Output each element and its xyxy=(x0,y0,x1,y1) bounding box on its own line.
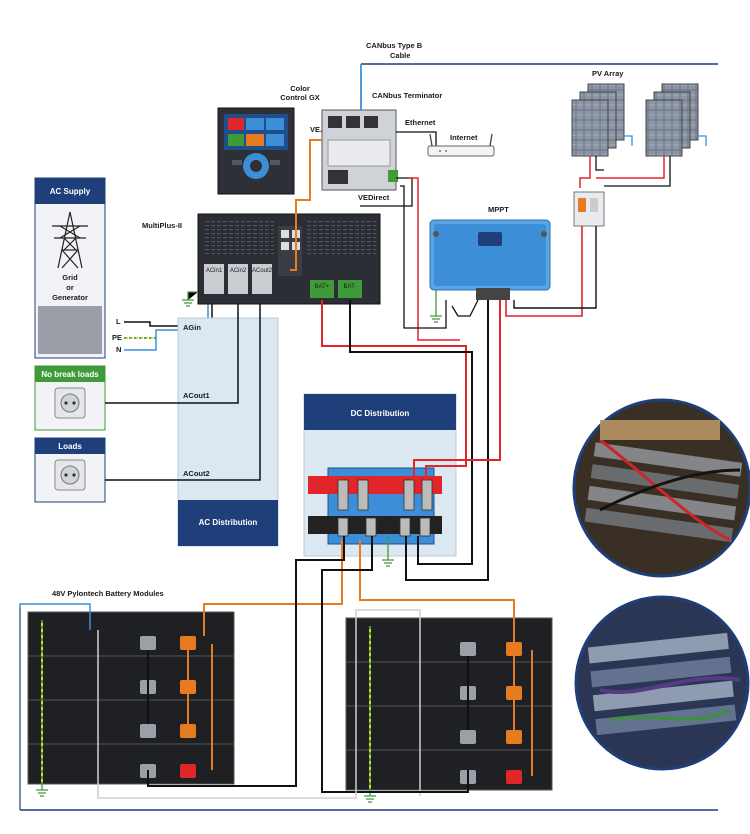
svg-text:ACin1: ACin1 xyxy=(206,268,223,274)
ground-icon xyxy=(36,784,48,797)
l-label: L xyxy=(116,317,121,326)
tower-icon xyxy=(52,211,88,269)
ground-icon xyxy=(430,290,442,323)
loads-panel: Loads xyxy=(34,437,106,503)
router-icon xyxy=(427,133,495,157)
dc-distribution-title: DC Distribution xyxy=(351,409,410,418)
vedirect-label: VEDirect xyxy=(358,193,390,202)
agin-label: AGin xyxy=(183,323,201,332)
ground-icon xyxy=(382,536,394,567)
socket-icon xyxy=(54,387,86,419)
gx-device xyxy=(321,109,398,191)
mppt-controller xyxy=(429,219,551,300)
solar-panel-icon xyxy=(571,83,625,157)
pv-array-label: PV Array xyxy=(592,69,624,78)
n-label: N xyxy=(116,345,121,354)
no-break-loads-panel: No break loads xyxy=(34,365,106,431)
grid-label: Grid xyxy=(62,273,78,282)
internet-label: Internet xyxy=(450,133,478,142)
ac-distribution-title: AC Distribution xyxy=(199,518,258,527)
ac-supply-panel: AC Supply Grid or Generator xyxy=(34,177,106,359)
svg-text:ACout2: ACout2 xyxy=(252,268,273,274)
svg-text:ACin2: ACin2 xyxy=(230,268,247,274)
generator-label: Generator xyxy=(52,293,88,302)
ground-icon xyxy=(182,291,198,307)
ethernet-label: Ethernet xyxy=(405,118,436,127)
battery-bank-right xyxy=(345,617,553,796)
color-control-label1: Color xyxy=(290,84,310,93)
ac-supply-title: AC Supply xyxy=(50,187,91,196)
solar-panel-icon xyxy=(645,83,699,157)
dc-distribution-panel: DC Distribution xyxy=(303,393,457,557)
socket-icon xyxy=(54,459,86,491)
acout1-label: ACout1 xyxy=(183,391,210,400)
color-control-gx xyxy=(217,107,295,195)
color-control-label2: Control GX xyxy=(280,93,320,102)
photo-battery-internals xyxy=(574,595,750,771)
multiplus-inverter: ACin1 ACin2 ACout2 BAT+ BAT- xyxy=(197,213,381,305)
loads-title: Loads xyxy=(58,442,82,451)
photo-battery-internals xyxy=(572,398,750,578)
canbus-cable-label1: CANbus Type B xyxy=(366,41,423,50)
canbus-terminator-label: CANbus Terminator xyxy=(372,91,442,100)
vebus-cable xyxy=(290,139,322,271)
bat-plus-label: BAT+ xyxy=(315,284,330,290)
pv-combiner xyxy=(573,191,605,227)
acout2-label: ACout2 xyxy=(183,469,210,478)
battery-title: 48V Pylontech Battery Modules xyxy=(52,589,164,598)
or-label: or xyxy=(66,283,74,292)
mppt-label: MPPT xyxy=(488,205,509,214)
canbus-cable-label2: Cable xyxy=(390,51,410,60)
battery-module-icon xyxy=(27,611,235,785)
no-break-title: No break loads xyxy=(41,370,99,379)
pe-label: PE xyxy=(112,333,122,342)
bat-minus-label: BAT- xyxy=(344,284,357,290)
battery-bank-left xyxy=(27,611,235,790)
ac-distribution-panel: AC Distribution xyxy=(177,317,279,547)
multiplus-label: MultiPlus-II xyxy=(142,221,182,230)
